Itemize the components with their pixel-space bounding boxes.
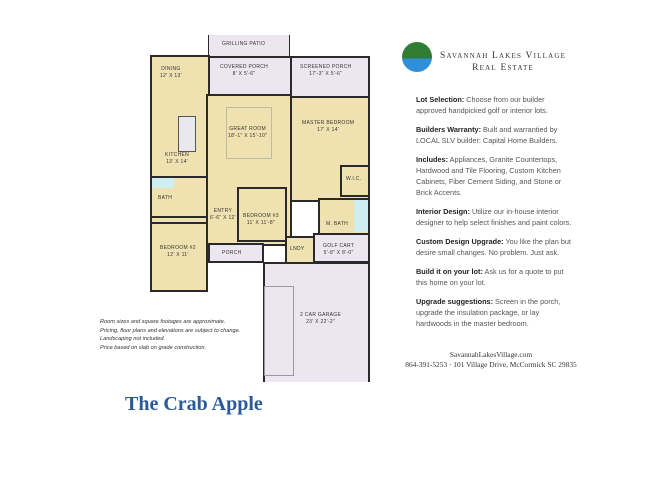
grilling-patio — [208, 35, 290, 59]
feature-item: Includes: Appliances, Granite Countertop… — [416, 155, 562, 197]
laundry-label: LNDY — [290, 246, 305, 252]
bedroom-3 — [237, 187, 287, 242]
garage — [263, 262, 370, 382]
garage-slab — [264, 286, 294, 376]
porch-label: PORCH — [222, 250, 242, 256]
website-link[interactable]: SavannahLakesVillage.com — [449, 350, 533, 359]
footer-contact: SavannahLakesVillage.com 864-391-5253 · … — [366, 350, 616, 370]
kitchen-island — [178, 116, 196, 152]
plan-title: The Crab Apple — [125, 393, 263, 415]
great-room-rug — [226, 107, 272, 159]
wic — [340, 165, 370, 197]
disclaimer-notes: Room sizes and square footages are appro… — [100, 319, 241, 351]
feature-item: Interior Design: Utilize our in-house in… — [416, 207, 572, 227]
porch — [208, 243, 264, 263]
features-list: Lot Selection: Choose from our builder a… — [416, 94, 574, 337]
master-bedroom — [290, 96, 370, 202]
feature-item: Lot Selection: Choose from our builder a… — [416, 95, 548, 115]
wic-label: W.I.C. — [346, 176, 362, 182]
feature-item: Custom Design Upgrade: You like the plan… — [416, 237, 571, 257]
shower — [354, 200, 368, 232]
covered-porch — [208, 56, 292, 96]
grilling-patio-label: GRILLING PATIO — [222, 41, 266, 47]
feature-item: Upgrade suggestions: Screen in the porch… — [416, 297, 561, 328]
tub — [152, 178, 174, 188]
m-bath-label: M. BATH — [326, 221, 349, 227]
feature-item: Build it on your lot: Ask us for a quote… — [416, 267, 564, 287]
feature-item: Builders Warranty: Built and warrantied … — [416, 125, 558, 145]
bath-label: BATH — [158, 195, 173, 201]
contact-info: 864-391-5253 · 101 Village Drive, McCorm… — [405, 360, 577, 369]
savannah-lakes-logo-icon — [402, 42, 432, 72]
bedroom-2 — [150, 222, 208, 292]
